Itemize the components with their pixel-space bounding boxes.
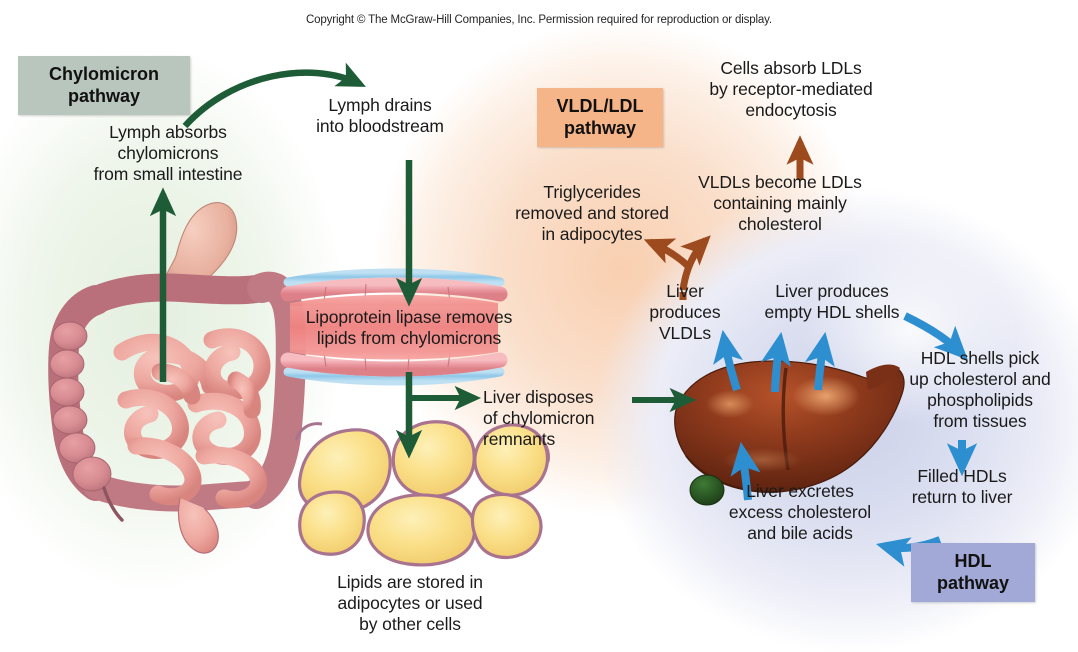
caption-cells-absorb-ldls: Cells absorb LDLs by receptor-mediated e… <box>709 58 873 120</box>
caption-filled-hdls: Filled HDLs return to liver <box>911 466 1013 507</box>
pathway-label-vldl-ldl: VLDL/LDL pathway <box>537 88 663 147</box>
pathway-label-hdl: HDL pathway <box>911 543 1035 602</box>
caption-liver-excretes: Liver excretes excess cholesterol and bi… <box>728 481 872 543</box>
caption-liver-produces-vldls: Liver produces VLDLs <box>649 281 721 343</box>
arrow-liver-excretes <box>730 441 761 501</box>
caption-lipoprotein-lipase: Lipoprotein lipase removes lipids from c… <box>305 307 513 348</box>
small-intestine-illustration <box>48 202 306 554</box>
caption-liver-disposes: Liver disposes of chylomicron remnants <box>483 387 595 449</box>
chylomicron-arrows <box>149 62 697 459</box>
pathway-label-chylomicron: Chylomicron pathway <box>18 56 190 115</box>
caption-lymph-absorbs: Lymph absorbs chylomicrons from small in… <box>93 122 243 184</box>
arrow-filled-hdls-to-liver <box>875 536 942 567</box>
caption-triglycerides: Triglycerides removed and stored in adip… <box>515 182 669 244</box>
gallbladder <box>689 474 725 506</box>
caption-hdl-shells-pick-up: HDL shells pick up cholesterol and phosp… <box>909 348 1051 431</box>
caption-vldls-become-ldls: VLDLs become LDLs containing mainly chol… <box>698 172 862 234</box>
arrow-liver-to-triglycerides <box>643 238 693 271</box>
caption-lymph-drains: Lymph drains into bloodstream <box>316 95 444 136</box>
copyright-notice: Copyright © The McGraw-Hill Companies, I… <box>306 14 772 26</box>
blood-vessel-illustration <box>280 268 508 386</box>
caption-liver-produces-hdl-shells: Liver produces empty HDL shells <box>764 281 900 322</box>
arrow-lymph-to-blood <box>182 62 366 129</box>
arrow-liver-empty-hdl-b <box>804 331 835 391</box>
caption-lipids-stored: Lipids are stored in adipocytes or used … <box>337 572 483 634</box>
adipocyte-illustration <box>294 420 550 567</box>
arrow-liver-empty-hdl-a <box>760 331 791 393</box>
arrow-liver-to-vldls-become <box>679 235 711 291</box>
vldl-arrows <box>643 135 814 300</box>
arrow-liver-produces-vldls <box>713 329 744 392</box>
arrow-hdl-shells-pick-up <box>903 312 968 360</box>
hdl-arrows <box>713 312 978 567</box>
